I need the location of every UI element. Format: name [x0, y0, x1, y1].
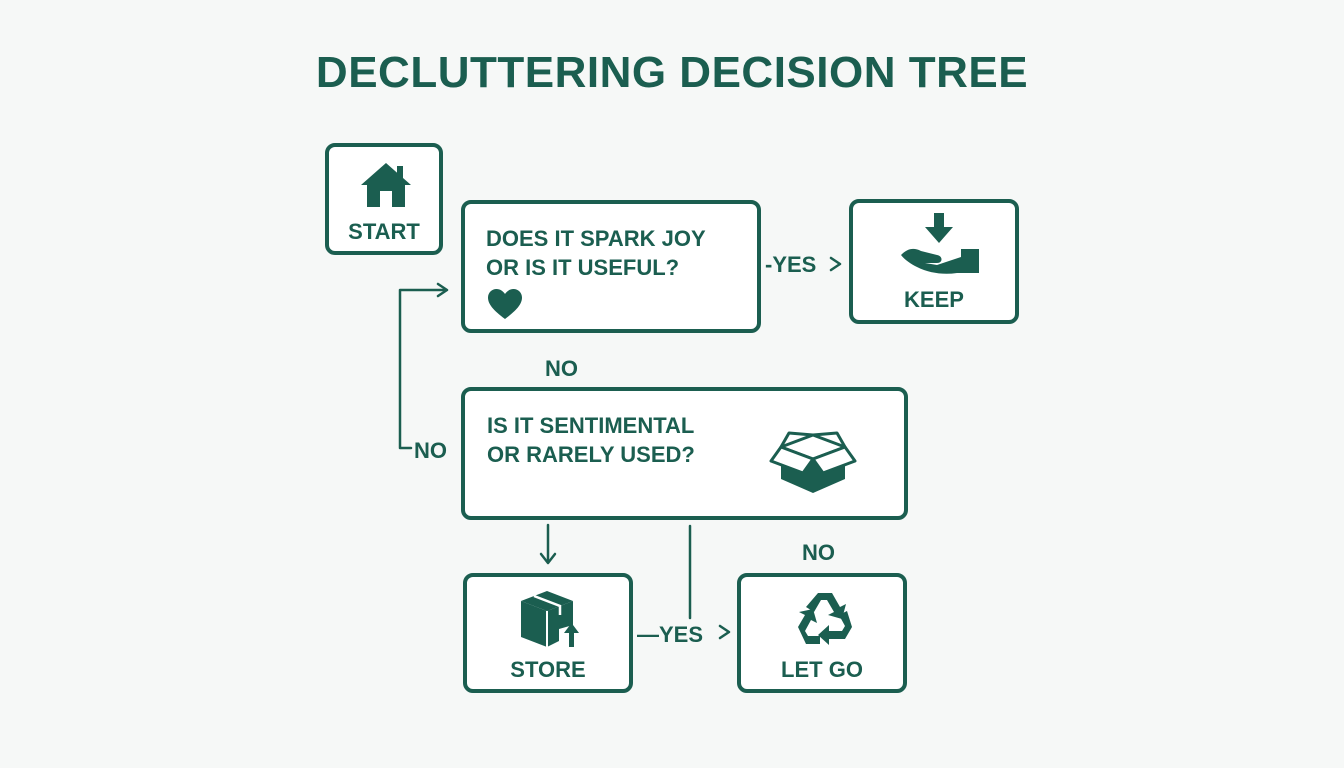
- start-node: START: [325, 143, 443, 255]
- sentimental-question-line1: IS IT SENTIMENTAL: [487, 413, 695, 438]
- loop-back-arrowhead: [436, 282, 449, 298]
- heart-icon: [488, 289, 522, 319]
- open-box-icon: [769, 431, 857, 493]
- loop-no-label: NO: [414, 438, 447, 463]
- sentimental-to-store-arrowhead: [539, 552, 557, 565]
- package-icon: [521, 591, 579, 647]
- sentimental-question-line2: OR RARELY USED?: [487, 442, 695, 467]
- letgo-label: LET GO: [781, 657, 863, 682]
- page-title: DECLUTTERING DECISION TREE: [315, 48, 1029, 97]
- store-node: STORE: [463, 573, 633, 693]
- joy-yes-label: -YES: [765, 252, 817, 277]
- joy-to-keep-arrowhead: [829, 256, 842, 272]
- joy-no-label: NO: [545, 356, 578, 381]
- letgo-node: LET GO: [737, 573, 907, 693]
- sentimental-no-label: NO: [802, 540, 835, 565]
- hand-receive-icon: [901, 213, 979, 274]
- sentimental-question-node: IS IT SENTIMENTAL OR RARELY USED?: [461, 387, 908, 520]
- start-label: START: [348, 219, 420, 244]
- store-yes-label: —YES: [637, 622, 704, 647]
- house-icon: [361, 163, 411, 207]
- keep-label: KEEP: [904, 287, 964, 312]
- recycle-icon: [798, 593, 852, 645]
- loop-back-connector: [398, 288, 448, 450]
- joy-question-node: DOES IT SPARK JOY OR IS IT USEFUL?: [461, 200, 761, 333]
- store-to-letgo-arrowhead: [718, 624, 731, 640]
- joy-question-line1: DOES IT SPARK JOY: [486, 226, 706, 251]
- joy-question-line2: OR IS IT USEFUL?: [486, 255, 680, 280]
- keep-node: KEEP: [849, 199, 1019, 324]
- store-label: STORE: [510, 657, 586, 682]
